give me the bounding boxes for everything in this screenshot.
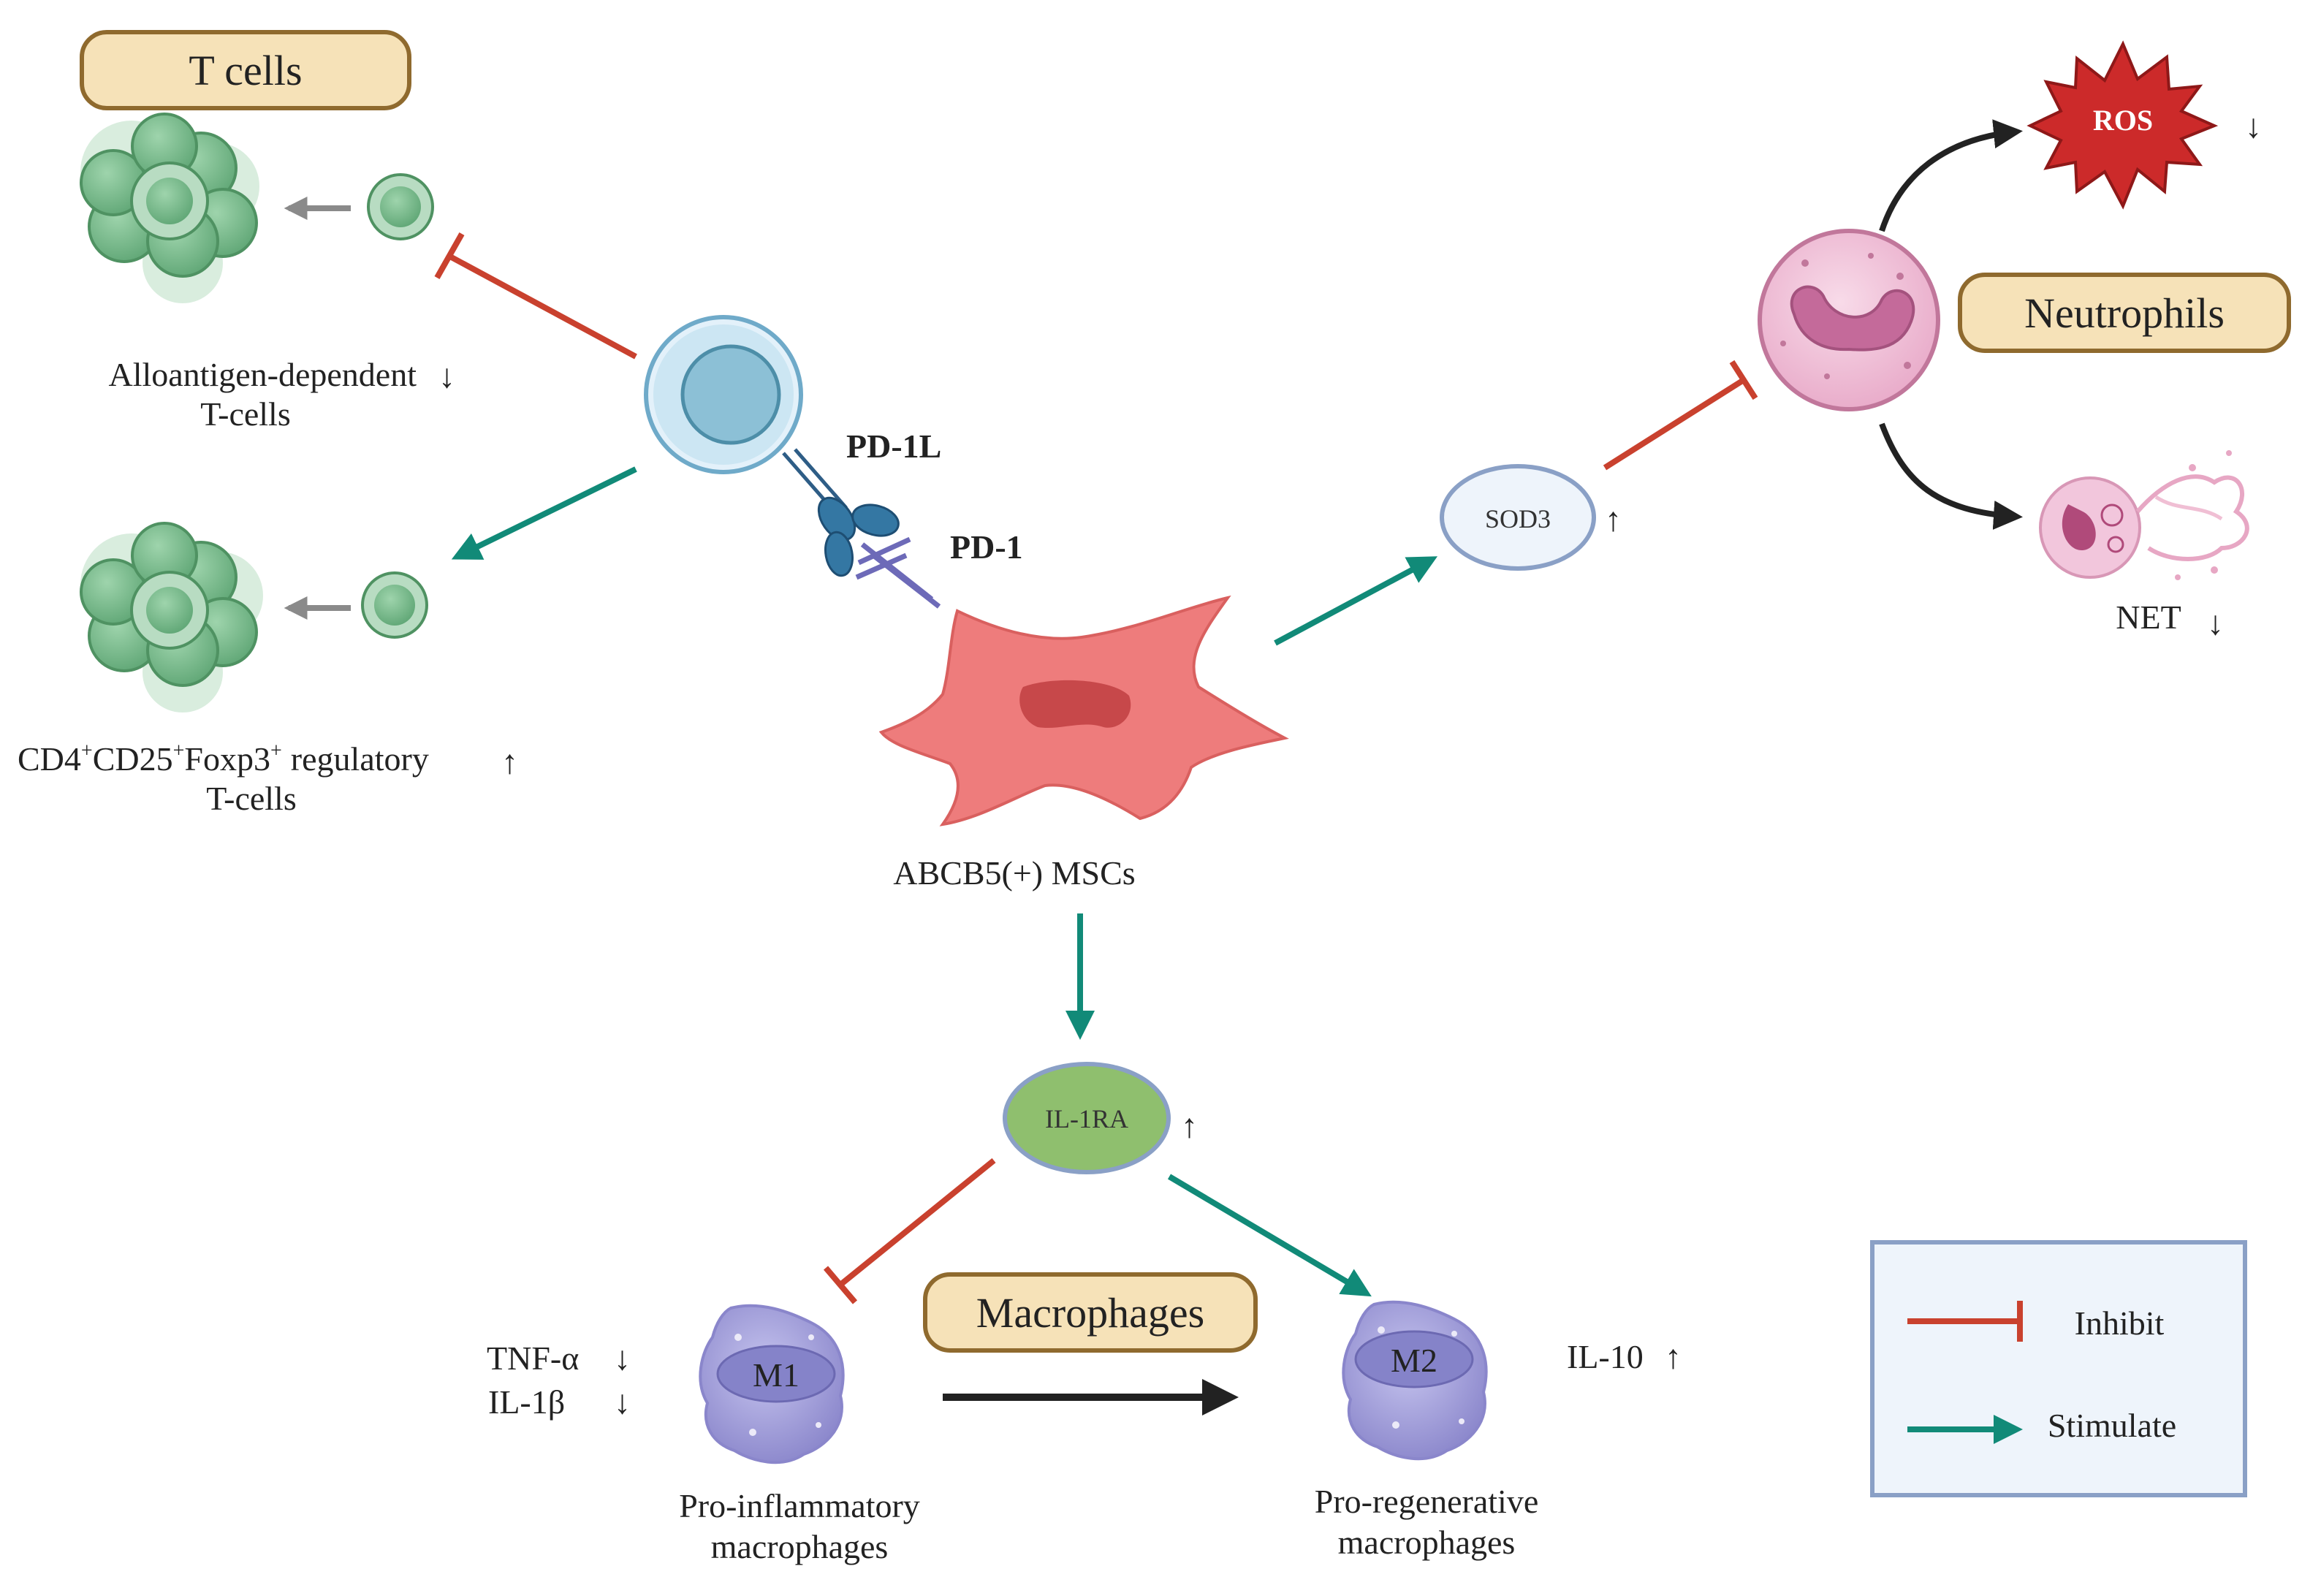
stimulate-sod3-arrow — [1274, 556, 1438, 646]
net-formation-arrow — [1879, 422, 2023, 530]
inhibit-alloantigen-connector — [434, 232, 637, 360]
il1ra-label: IL-1RA — [1045, 1104, 1128, 1133]
pd1-receptor-icon — [855, 536, 941, 609]
il10-label: IL-10 — [1567, 1338, 1644, 1375]
treg-up-arrow: ↑ — [501, 743, 518, 780]
alloantigen-single-t-cell-icon — [367, 173, 434, 240]
pd1l-receptor-icon — [782, 448, 900, 577]
sod3-node: SOD3 — [1440, 464, 1596, 571]
treg-label-line1: CD4+CD25+Foxp3+regulatory — [18, 740, 429, 778]
pro-regenerative-label-line2: macrophages — [1338, 1524, 1516, 1561]
legend-stimulate-label: Stimulate — [2048, 1407, 2176, 1444]
pd1-label: PD-1 — [950, 528, 1023, 566]
m2-label: M2 — [1391, 1342, 1437, 1379]
treg-label-line2: T-cells — [206, 780, 297, 817]
legend-inhibit-symbol — [1907, 1301, 2023, 1342]
pd1l-label: PD-1L — [846, 428, 941, 465]
ros-production-arrow — [1879, 119, 2023, 232]
sod3-label: SOD3 — [1485, 504, 1551, 533]
alloantigen-label-line1: Alloantigen-dependent — [108, 356, 417, 393]
legend-box: Inhibit Stimulate — [1870, 1240, 2247, 1497]
net-down-arrow: ↓ — [2207, 604, 2224, 642]
stimulate-m2-arrow — [1167, 1174, 1372, 1297]
m2-macrophage-icon: M2 — [1342, 1300, 1488, 1461]
inhibit-neutrophil-connector — [1603, 360, 1758, 471]
m1-label: M1 — [753, 1356, 799, 1394]
t-cell-icon — [644, 315, 803, 474]
alloantigen-label-line2: T-cells — [200, 395, 291, 433]
alloantigen-t-cell-cluster-icon — [80, 113, 259, 303]
ros-burst-icon: ROS — [2026, 40, 2219, 210]
alloantigen-down-arrow: ↓ — [438, 357, 455, 395]
treg-cluster-icon — [80, 522, 263, 712]
il1ra-up-arrow: ↑ — [1181, 1107, 1198, 1144]
neutrophils-title-box: Neutrophils — [1958, 273, 2291, 353]
stimulate-treg-arrow — [451, 466, 637, 560]
macrophages-title: Macrophages — [976, 1289, 1204, 1337]
pro-inflammatory-label-line2: macrophages — [711, 1528, 889, 1565]
msc-label: ABCB5(+) MSCs — [893, 854, 1135, 892]
m1-macrophage-icon: M1 — [699, 1304, 845, 1464]
ros-label: ROS — [2093, 104, 2153, 137]
il10-up-arrow: ↑ — [1665, 1338, 1682, 1375]
treg-single-t-cell-icon — [361, 571, 428, 639]
il1b-label: IL-1β — [488, 1383, 565, 1421]
sod3-up-arrow: ↑ — [1605, 501, 1622, 538]
legend-inhibit-label: Inhibit — [2075, 1304, 2165, 1342]
tnf-down-arrow: ↓ — [614, 1340, 631, 1377]
inhibit-m1-connector — [823, 1158, 996, 1304]
pro-regenerative-label-line1: Pro-regenerative — [1315, 1483, 1539, 1520]
net-label: NET — [2116, 598, 2181, 636]
t-cells-title-box: T cells — [80, 30, 411, 110]
neutrophils-title: Neutrophils — [2024, 289, 2225, 337]
ros-down-arrow: ↓ — [2245, 107, 2262, 145]
il1b-down-arrow: ↓ — [614, 1383, 631, 1421]
net-icon — [2039, 450, 2249, 580]
tnf-label: TNF-α — [487, 1340, 579, 1377]
t-cells-title: T cells — [189, 47, 302, 94]
il1ra-node: IL-1RA — [1003, 1062, 1171, 1174]
msc-cell-icon — [878, 595, 1289, 826]
pro-inflammatory-label-line1: Pro-inflammatory — [679, 1487, 920, 1524]
neutrophil-icon — [1758, 229, 1940, 411]
macrophages-title-box: Macrophages — [923, 1272, 1258, 1353]
